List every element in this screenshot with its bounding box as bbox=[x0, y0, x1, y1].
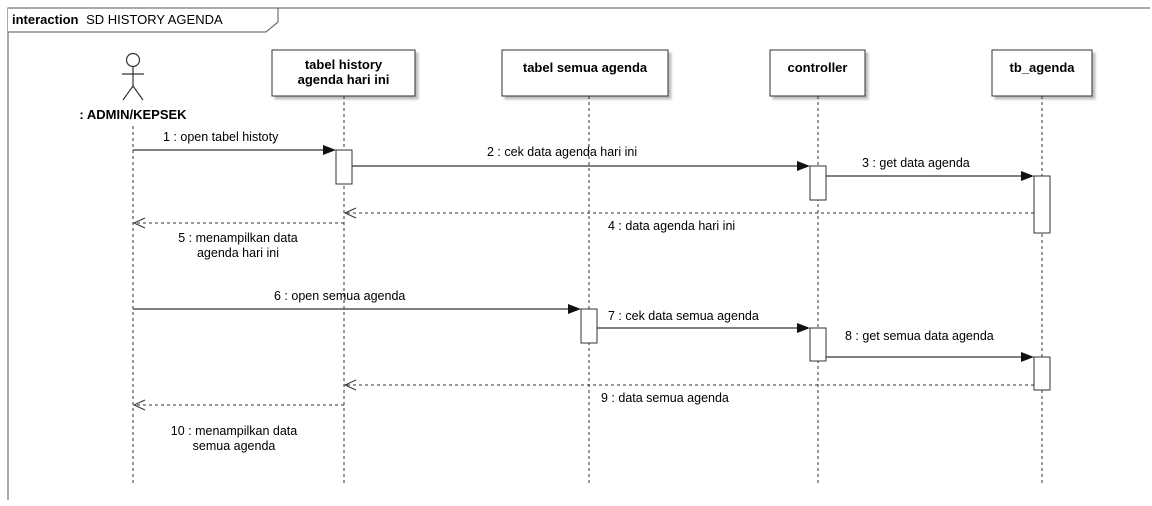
message-label: 5 : menampilkan data bbox=[178, 231, 298, 245]
activation-bar bbox=[1033, 175, 1051, 234]
message-10: 10 : menampilkan data semua agenda bbox=[132, 399, 344, 453]
arrowhead-filled-icon bbox=[568, 304, 581, 314]
message-label: 9 : data semua agenda bbox=[601, 391, 729, 405]
frame-title: SD HISTORY AGENDA bbox=[86, 12, 223, 27]
message-5: 5 : menampilkan data agenda hari ini bbox=[132, 217, 344, 260]
lifeline-label: tb_agenda bbox=[1009, 60, 1075, 75]
lifeline-tabel-history: tabel history agenda hari ini bbox=[271, 49, 416, 484]
message-7: 7 : cek data semua agenda bbox=[597, 309, 810, 333]
svg-text:interaction SD HISTORY A: interaction SD HISTORY AGENDA bbox=[12, 12, 223, 27]
actor-admin-kepsek: : ADMIN/KEPSEK bbox=[79, 52, 187, 484]
frame-keyword: interaction bbox=[12, 12, 79, 27]
arrowhead-filled-icon bbox=[797, 323, 810, 333]
arrowhead-open-icon bbox=[132, 399, 146, 411]
message-4: 4 : data agenda hari ini bbox=[343, 207, 1034, 233]
stick-figure-icon bbox=[122, 52, 144, 101]
arrowhead-open-icon bbox=[343, 207, 357, 219]
message-label: 2 : cek data agenda hari ini bbox=[487, 145, 637, 159]
lifeline-label: tabel semua agenda bbox=[523, 60, 648, 75]
message-label: 3 : get data agenda bbox=[862, 156, 970, 170]
activation-bar bbox=[335, 149, 353, 185]
arrowhead-open-icon bbox=[132, 217, 146, 229]
message-9: 9 : data semua agenda bbox=[343, 379, 1034, 405]
message-label: 7 : cek data semua agenda bbox=[608, 309, 759, 323]
lifeline-controller: controller bbox=[769, 49, 866, 484]
message-1: 1 : open tabel histoty bbox=[133, 130, 336, 155]
actor-label: : ADMIN/KEPSEK bbox=[79, 107, 187, 122]
arrowhead-filled-icon bbox=[797, 161, 810, 171]
message-label: 4 : data agenda hari ini bbox=[608, 219, 735, 233]
arrowhead-filled-icon bbox=[1021, 352, 1034, 362]
interaction-frame: interaction SD HISTORY AGENDA bbox=[7, 7, 1150, 500]
activation-bars bbox=[335, 149, 1051, 391]
frame-tab bbox=[8, 7, 279, 33]
activation-bar bbox=[809, 327, 827, 362]
message-label: 6 : open semua agenda bbox=[274, 289, 405, 303]
message-6: 6 : open semua agenda bbox=[133, 289, 581, 314]
message-label: semua agenda bbox=[193, 439, 276, 453]
message-label: agenda hari ini bbox=[197, 246, 279, 260]
message-label: 10 : menampilkan data bbox=[171, 424, 298, 438]
activation-bar bbox=[809, 165, 827, 201]
message-label: 1 : open tabel histoty bbox=[163, 130, 279, 144]
lifeline-tabel-semua-agenda: tabel semua agenda bbox=[501, 49, 669, 484]
message-2: 2 : cek data agenda hari ini bbox=[352, 145, 810, 171]
activation-bar bbox=[580, 308, 598, 344]
lifeline-label: tabel history bbox=[305, 57, 383, 72]
message-label: 8 : get semua data agenda bbox=[845, 329, 994, 343]
arrowhead-filled-icon bbox=[323, 145, 336, 155]
lifeline-label: controller bbox=[788, 60, 848, 75]
arrowhead-open-icon bbox=[343, 379, 357, 391]
message-8: 8 : get semua data agenda bbox=[826, 329, 1034, 362]
message-3: 3 : get data agenda bbox=[826, 156, 1034, 181]
activation-bar bbox=[1033, 356, 1051, 391]
lifeline-label: agenda hari ini bbox=[298, 72, 390, 87]
arrowhead-filled-icon bbox=[1021, 171, 1034, 181]
lifeline-tb-agenda: tb_agenda bbox=[991, 49, 1093, 484]
